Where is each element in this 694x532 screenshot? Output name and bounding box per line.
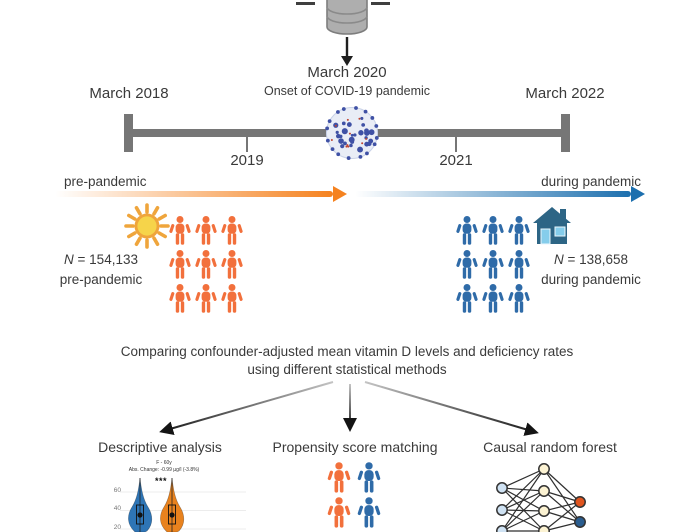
cropped-line-left [296,2,315,5]
person-icon [327,497,351,528]
person-icon [327,462,351,493]
person-icon [195,283,217,314]
timeline-start-label: March 2018 [89,85,169,102]
violin-subtitle: Abs. Change: -0.99 µg/l (-3.8%) [128,467,200,473]
person-icon [195,249,217,280]
cropped-line-right [371,2,390,5]
person-icon [456,249,478,280]
person-icon [221,215,243,246]
violin-ytick-20: 20 [113,524,121,531]
pre-period-label: pre-pandemic [59,271,143,287]
coronavirus-icon [325,106,379,160]
person-icon [221,283,243,314]
during-pandemic-people-grid [456,215,530,314]
during-pandemic-arrow-label: during pandemic [541,174,641,189]
pre-pandemic-n: N = 154,133 pre-pandemic [60,250,143,289]
comparison-statement: Comparing confounder-adjusted mean vitam… [121,343,574,378]
timeline-cap-left [124,114,133,152]
timeline-cap-right [561,114,570,152]
method-psm-label: Propensity score matching [272,439,438,455]
method-descriptive-label: Descriptive analysis [98,439,222,455]
during-pandemic-n: N = 138,658 during pandemic [541,250,641,289]
causal-forest-network [496,463,586,532]
person-icon [456,283,478,314]
person-icon [221,249,243,280]
sun-icon [124,203,170,249]
database-icon [326,0,368,35]
person-icon [456,215,478,246]
person-icon [508,215,530,246]
n-value: = 154,133 [77,252,138,267]
timeline-tick-2021 [455,137,457,152]
during-n-line: N = 138,658 [541,250,641,270]
method-fan-arrows [159,381,539,436]
person-icon [169,249,191,280]
person-icon [169,215,191,246]
person-icon [482,283,504,314]
psm-people-grid [327,462,381,528]
pre-pandemic-people-grid [169,215,243,314]
year-2019-label: 2019 [230,152,264,169]
person-icon [357,462,381,493]
event-date: March 2020 [307,64,387,81]
comparison-line1: Comparing confounder-adjusted mean vitam… [120,344,574,359]
method-crf-label: Causal random forest [483,439,617,455]
violin-title: F - 60y [156,460,172,466]
person-icon [195,215,217,246]
pre-pandemic-arrowhead [333,186,347,202]
during-period-label: during pandemic [541,271,641,287]
house-icon [533,207,571,245]
down-arrow-icon [341,37,353,66]
person-icon [169,283,191,314]
year-2021-label: 2021 [439,152,473,169]
person-icon [357,497,381,528]
n-symbol: N [64,252,74,267]
during-pandemic-arrowhead [631,186,645,202]
n-symbol: N [554,252,564,267]
pre-pandemic-arrow [55,191,333,197]
event-label: Onset of COVID-19 pandemic [263,84,431,98]
violin-ytick-60: 60 [113,487,121,494]
n-value: = 138,658 [567,252,628,267]
person-icon [508,249,530,280]
violin-plot [120,477,246,532]
person-icon [482,249,504,280]
significance-stars: *** [154,476,168,486]
timeline-end-label: March 2022 [525,85,605,102]
during-pandemic-arrow [355,191,631,197]
person-icon [482,215,504,246]
person-icon [508,283,530,314]
comparison-line2: using different statistical methods [247,361,447,377]
timeline-tick-2019 [246,137,248,152]
violin-ytick-40: 40 [113,505,121,512]
pre-pandemic-arrow-label: pre-pandemic [64,174,147,189]
pre-n-line: N = 154,133 [60,250,143,270]
